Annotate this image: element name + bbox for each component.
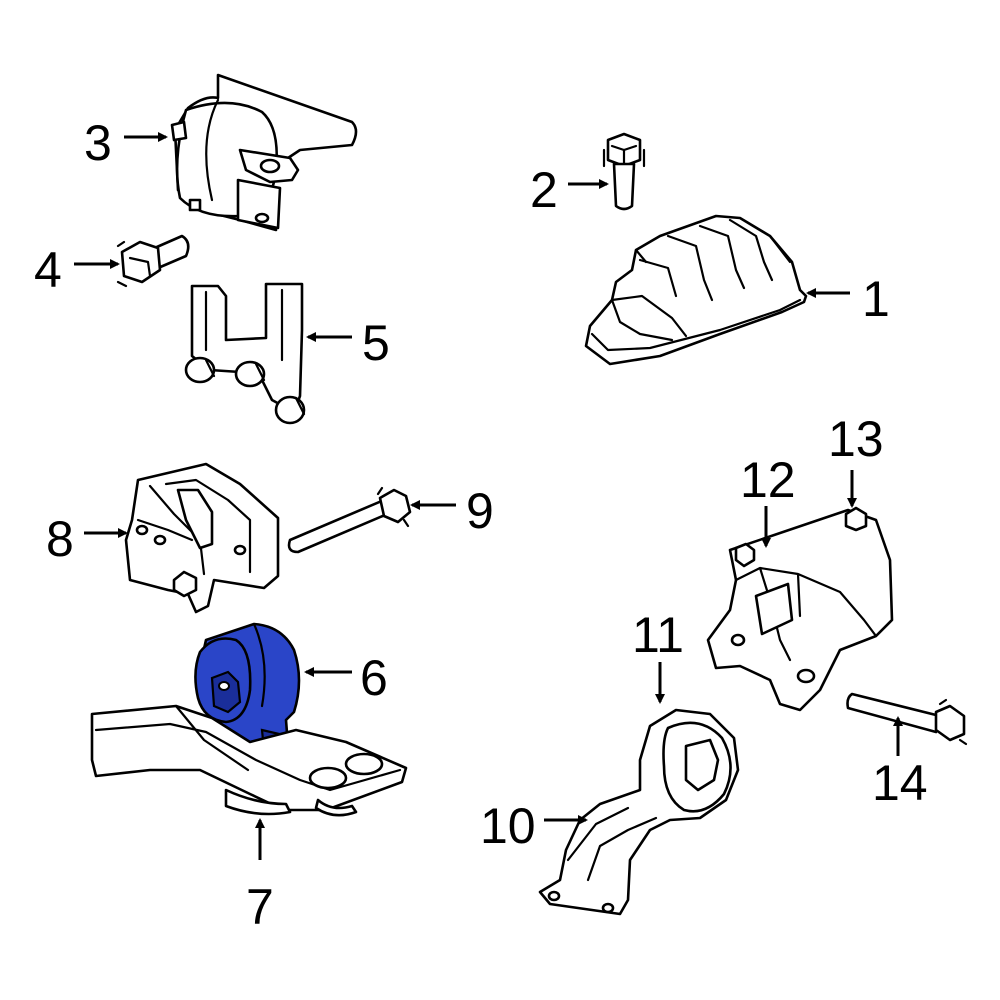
callout-14: 14 <box>872 755 928 811</box>
part-10-11-mount[interactable] <box>538 708 740 916</box>
callout-3: 3 <box>84 115 112 171</box>
callout-4: 4 <box>34 242 62 298</box>
callout-10: 10 <box>480 798 536 854</box>
part-2-bolt[interactable] <box>602 132 646 211</box>
part-9-bolt[interactable] <box>287 486 412 554</box>
part-6-insulator[interactable] <box>194 622 301 752</box>
part-8-bracket[interactable] <box>124 462 280 614</box>
part-4-bolt[interactable] <box>116 234 190 288</box>
callout-12: 12 <box>740 452 796 508</box>
callout-6: 6 <box>360 650 388 706</box>
callout-1: 1 <box>862 271 890 327</box>
callout-arrows <box>74 132 903 860</box>
callout-2: 2 <box>530 162 558 218</box>
callout-13: 13 <box>828 411 884 467</box>
callout-9: 9 <box>466 483 494 539</box>
part-3-mount[interactable] <box>170 73 358 232</box>
callout-5: 5 <box>362 315 390 371</box>
part-7-bracket[interactable] <box>90 704 408 817</box>
part-5-bracket[interactable] <box>184 282 306 425</box>
callout-numbers: 1 2 3 4 5 6 7 8 9 10 11 12 13 14 <box>34 115 928 935</box>
part-12-13-bracket[interactable] <box>706 506 894 712</box>
callout-8: 8 <box>46 511 74 567</box>
callout-7: 7 <box>246 879 274 935</box>
callout-11: 11 <box>632 607 684 663</box>
part-14-bolt[interactable] <box>846 692 968 746</box>
part-1-cover[interactable] <box>584 214 808 366</box>
